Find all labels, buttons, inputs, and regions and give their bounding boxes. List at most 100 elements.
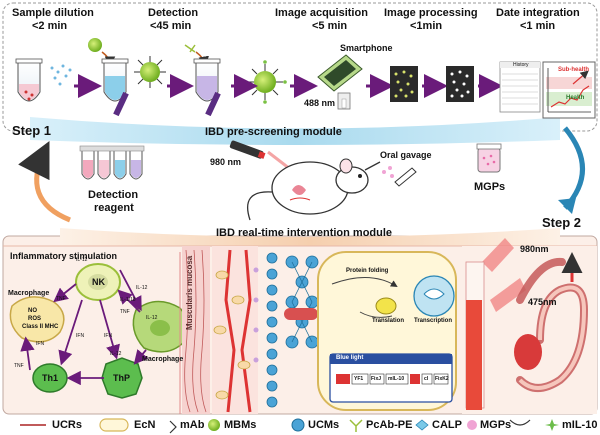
legend-mil10: mIL-10 (562, 419, 598, 431)
label-image-processing-time: <1min (410, 20, 443, 32)
label-ifn-2: IFN (76, 333, 85, 339)
mgps-jar (476, 143, 502, 173)
nk-cell (75, 263, 121, 301)
label-nk: NK (92, 277, 105, 287)
mbm-floating (88, 38, 102, 52)
label-sample-time: <2 min (32, 20, 68, 32)
ucm-column (266, 252, 278, 408)
label-detection-time: <45 min (150, 20, 192, 32)
label-detection: Detection (148, 7, 199, 19)
label-sample-dilution: Sample dilution (12, 7, 94, 19)
label-ifn-1: IFN (36, 341, 45, 347)
label-detection-reagent-1: Detection (88, 189, 139, 201)
mucosa-cells (213, 270, 251, 400)
step1-arrow (18, 141, 71, 223)
label-macrophage-left: Macrophage (8, 290, 50, 297)
label-translation: Translation (372, 318, 405, 324)
label-mgps: MGPs (474, 181, 506, 193)
label-980nm: 980 nm (210, 157, 242, 167)
legend-mbms: MBMs (224, 419, 257, 431)
label-smartphone: Smartphone (340, 43, 393, 53)
gavage-tube (394, 167, 417, 187)
label-tnf-2: TNF (120, 309, 130, 315)
mouse (246, 158, 369, 221)
step2-arrow (563, 126, 585, 210)
label-detection-reagent-2: reagent (94, 202, 134, 214)
label-il12-a: IL-12 (76, 257, 88, 263)
label-date-integration-time: <1 min (520, 20, 556, 32)
macrophage-right (132, 300, 189, 353)
label-il12-b: IL-12 (136, 285, 148, 291)
label-image-processing: Image processing (384, 7, 478, 19)
laser-980 (229, 140, 266, 159)
health-chart (542, 61, 596, 119)
history-table (499, 61, 541, 113)
label-image-acquisition-time: <5 min (312, 20, 348, 32)
image-processed (446, 66, 474, 102)
legend-mgps: MGPs (480, 419, 512, 431)
step2-label: Step 2 (542, 215, 582, 230)
label-il1518: IL-1/18 (120, 297, 136, 303)
label-488nm: 488 nm (304, 98, 336, 108)
ribosome (375, 297, 397, 315)
macrophage-left (9, 296, 65, 343)
legend-mab: mAb (180, 419, 205, 431)
label-th1: Th1 (42, 373, 59, 383)
colon (514, 334, 542, 370)
legend-ucms: UCMs (308, 419, 340, 431)
step1-label: Step 1 (12, 123, 52, 138)
legend-calp: CALP (432, 419, 462, 431)
label-980nm-b: 980nm (520, 244, 549, 254)
sample-dots (50, 64, 72, 86)
legend-ucrs: UCRs (52, 419, 82, 431)
smartphone-device (317, 54, 363, 110)
label-health: Health (566, 95, 585, 101)
label-protein-folding: Protein folding (346, 268, 389, 274)
label-ifn-3: IFN (104, 333, 113, 339)
label-tnf-3: TNF (14, 363, 24, 369)
label-il12-d: IL-12 (110, 351, 122, 357)
tube-detection-1 (101, 58, 129, 102)
label-ros: ROS (28, 316, 42, 322)
label-oral-gavage: Oral gavage (380, 150, 432, 160)
intestine-lumen (518, 285, 587, 390)
tube-sample (15, 58, 43, 102)
image-acquired (390, 66, 418, 102)
label-history: History (513, 62, 529, 68)
muscularis-layer (182, 246, 210, 414)
legend-ecn: EcN (134, 419, 156, 431)
label-inflammatory: Inflammatory stimulation (10, 251, 118, 261)
label-475nm: 475nm (528, 297, 557, 307)
label-date-integration: Date integration (496, 7, 580, 19)
label-fixk2: FixK2 (435, 376, 449, 382)
protein-red (284, 308, 318, 320)
label-transcription: Transcription (414, 318, 453, 324)
gene-blocks (336, 373, 449, 385)
tube-detection-2 (193, 58, 221, 102)
label-mhc: Class II MHC (22, 324, 59, 330)
label-image-acquisition: Image acquisition (275, 7, 368, 19)
label-il12-c: IL-12 (146, 315, 158, 321)
pre-screening-label: IBD pre-screening module (205, 126, 342, 138)
thp-cell (101, 357, 143, 399)
label-mil10-gene: mIL-10 (388, 376, 405, 382)
detection-reagent-tubes (79, 145, 145, 180)
intervention-banner (60, 228, 560, 246)
label-macrophage-right: Macrophage (142, 356, 184, 363)
pre-screening-banner (30, 117, 560, 145)
label-thp: ThP (113, 373, 130, 383)
gavage-dots (382, 166, 394, 178)
label-no: NO (28, 308, 37, 314)
legend-icons (20, 418, 559, 434)
label-tnf-1: TNF (56, 296, 66, 302)
label-muscularis: Muscularis mucosa (185, 255, 194, 330)
label-ci: cI (424, 376, 429, 382)
label-sub-health: Sub-health (558, 67, 589, 73)
light-980 (482, 238, 514, 272)
mbm-with-mab (134, 56, 166, 88)
legend-pcab: PcAb-PE (366, 419, 413, 431)
label-yf1: YF1 (354, 376, 364, 382)
intervention-label: IBD real-time intervention module (216, 227, 393, 239)
